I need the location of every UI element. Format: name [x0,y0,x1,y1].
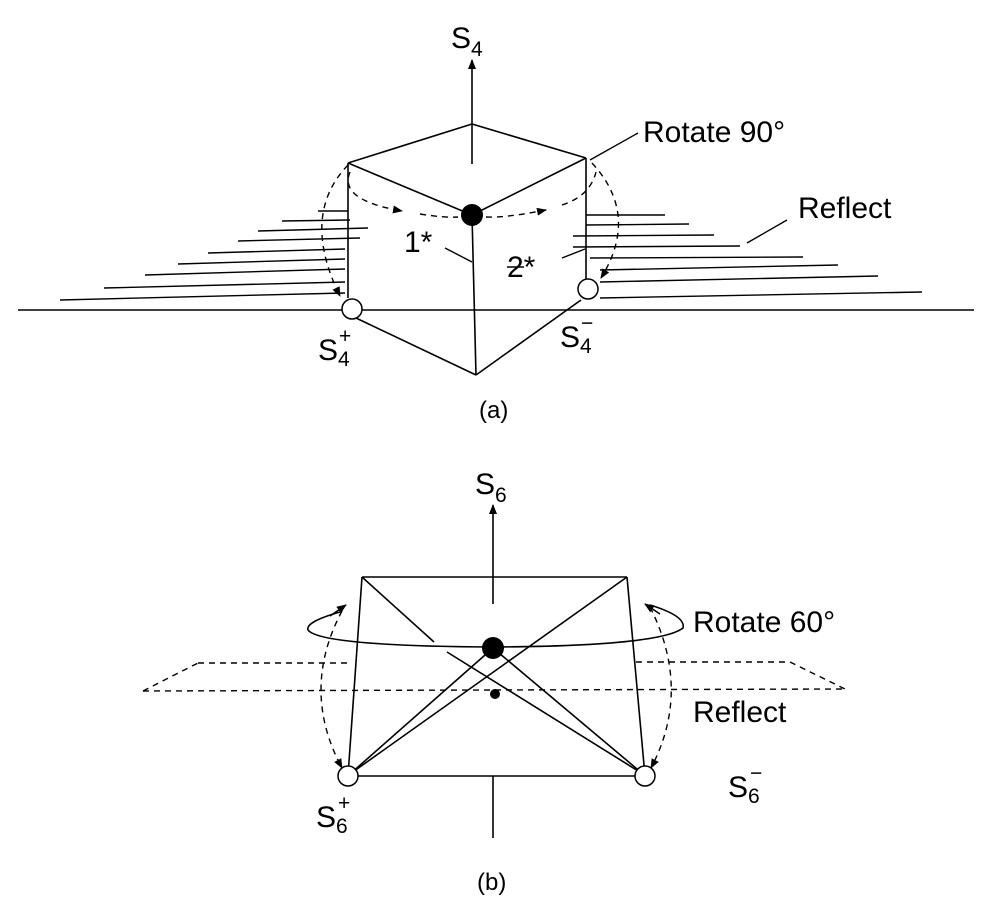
panel-a-rotation-arc-left [347,171,403,214]
panel-b-reflect-arc-left [320,610,343,769]
panel-b-minus-sup: − [750,762,762,785]
panel-a-point1-label: 1* [404,226,433,259]
panel-b-rotate-label: Rotate 60° [693,606,835,639]
panel-b-caption: (b) [477,869,506,896]
panel-b-plus-sup: + [338,792,350,815]
panel-a-rotate-leader [589,132,639,161]
panel-b-plus-label: S6 [316,801,348,838]
panel-b-reflect-arc-right [649,606,672,769]
panel-a-s4-minus-point [577,278,599,300]
panel-a-rotation-arc-far-right [561,171,597,206]
panel-b: S6 Rotate 60° Reflect S6 + S6 − (b) [142,468,846,896]
panel-a-reflect-arc-right [591,162,620,279]
panel-a-plus-label: S4 [318,334,350,371]
panel-b-s6-plus-point [337,765,359,787]
panel-b-minus-label: S6 [728,771,760,808]
panel-b-axis-label: S6 [475,468,507,507]
panel-b-rotation-arrow-left [329,604,347,617]
panel-a-point1-leader [444,247,473,263]
panel-a-frame [347,123,587,376]
panel-a-plus-sup: + [339,325,351,348]
panel-a-minus-label: S4 [560,321,592,358]
panel-a-reflect-arc-left [321,164,349,297]
panel-a-s4-plus-point [341,298,363,320]
panel-b-rotation-ellipse [307,604,684,648]
panel-a: S4 Rotate 90° Reflect 1* 2* S4 + S4 − (a… [18,22,974,424]
panel-a-caption: (a) [479,397,508,424]
panel-b-rotation-arrow-right [644,603,661,615]
panel-b-reflect-label: Reflect [693,696,787,729]
panel-b-frame [347,576,646,838]
panel-b-s6-minus-point [634,765,656,787]
panel-a-center-dot [461,204,483,226]
panel-a-rotation-arc-mid-left [419,213,459,218]
panel-a-reflect-label: Reflect [798,192,892,225]
panel-a-reflect-leader [746,219,788,244]
panel-a-minus-sup: − [581,312,593,335]
panel-a-rotate-label: Rotate 90° [643,116,785,149]
panel-a-rotation-arc-right [485,207,547,218]
panel-a-point2-leader [561,248,586,259]
panel-b-center-dot [482,637,504,659]
panel-b-reflection-plane [142,661,846,692]
panel-a-reflection-plane [18,210,974,311]
panel-a-axis-label: S4 [451,22,483,61]
panel-b-lower-dot [490,689,500,699]
